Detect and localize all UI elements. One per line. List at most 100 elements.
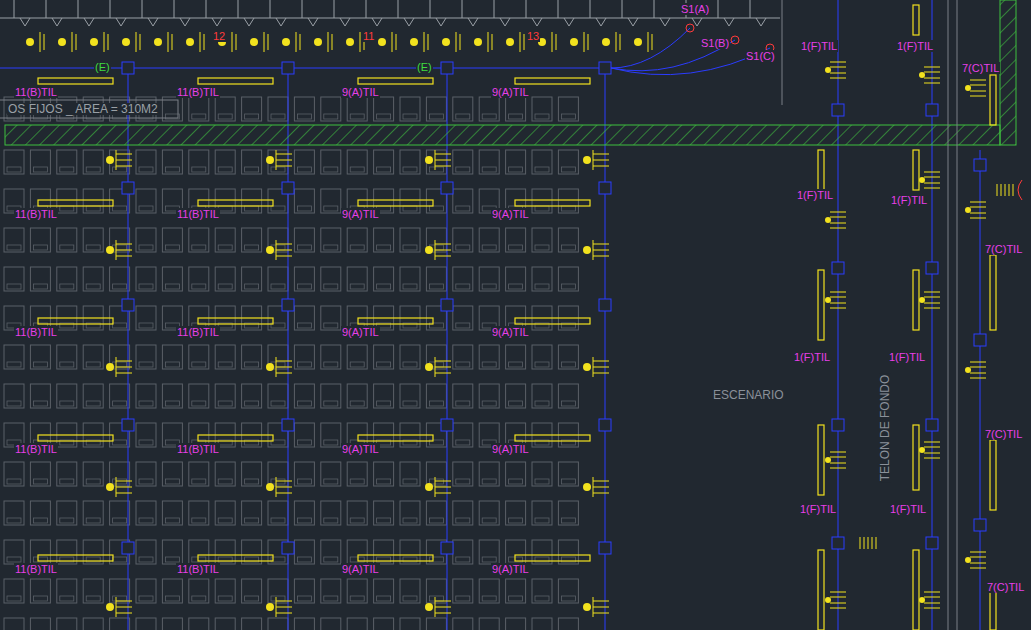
wall-tick (462, 0, 463, 18)
seat-back (33, 167, 47, 172)
seat (532, 189, 552, 213)
wall-tick (206, 0, 207, 18)
circuit-label: 11(B)TIL (176, 208, 220, 220)
seat-back (535, 362, 549, 367)
seat-back (403, 518, 417, 523)
seat-back (86, 362, 100, 367)
seat (83, 228, 103, 252)
seat-back (456, 284, 470, 289)
seat (347, 384, 367, 408)
seat-back (7, 284, 21, 289)
junction-box (974, 519, 986, 531)
seat-back (535, 245, 549, 250)
seat (426, 384, 446, 408)
light-dot (825, 457, 831, 463)
seat-back (7, 362, 21, 367)
seat (162, 345, 182, 369)
seat (532, 618, 552, 630)
circuit-label: 9(A)TIL (491, 208, 530, 220)
wall-tick (654, 0, 655, 18)
seat (136, 540, 156, 564)
seat-back (403, 245, 417, 250)
device-symbol (1018, 180, 1022, 200)
seat (242, 267, 262, 291)
seat-back (482, 479, 496, 484)
seat-back (139, 518, 153, 523)
seat-back (350, 518, 364, 523)
light-leader (424, 32, 428, 52)
seat-back (139, 245, 153, 250)
seat (189, 384, 209, 408)
seat-back (429, 167, 443, 172)
seat (453, 267, 473, 291)
seat (136, 501, 156, 525)
seat (162, 462, 182, 486)
seat (215, 462, 235, 486)
seat (479, 540, 499, 564)
junction-box (441, 182, 453, 194)
seat (532, 501, 552, 525)
circuit-label: 11(B)TIL (176, 326, 220, 338)
seat-back (33, 596, 47, 601)
seat (453, 579, 473, 603)
seat (400, 228, 420, 252)
seat-back (218, 401, 232, 406)
seat (479, 579, 499, 603)
seat (294, 540, 314, 564)
seat-back (324, 518, 338, 523)
seat-back (271, 284, 285, 289)
seat-back (297, 284, 311, 289)
light-leader (392, 32, 396, 52)
junction-box (599, 542, 611, 554)
seat (4, 150, 24, 174)
seat (506, 267, 526, 291)
seat-back (297, 167, 311, 172)
light-symbol (593, 477, 609, 497)
light-symbol (970, 362, 986, 378)
outlet-symbol (180, 18, 190, 26)
seat (479, 501, 499, 525)
light-symbol (924, 67, 940, 83)
seat (4, 540, 24, 564)
linear-fixture (358, 435, 433, 441)
seat-back (86, 206, 100, 211)
seat-back (113, 440, 127, 445)
wall-tick (174, 0, 175, 18)
seat (136, 228, 156, 252)
seat-back (456, 167, 470, 172)
seat (479, 384, 499, 408)
seat-back (60, 401, 74, 406)
seat (30, 384, 50, 408)
wall-line (0, 18, 780, 19)
hatched-band (1000, 0, 1016, 145)
light-dot (583, 483, 591, 491)
seat (4, 345, 24, 369)
seat (321, 501, 341, 525)
seat-back (218, 518, 232, 523)
light-dot (186, 38, 194, 46)
seat (294, 501, 314, 525)
light-dot (378, 38, 386, 46)
light-dot (266, 246, 274, 254)
circuit-label: 11(B)TIL (14, 86, 58, 98)
outlet-symbol (468, 18, 478, 26)
seat-back (324, 596, 338, 601)
wall-line (782, 0, 783, 105)
seat-back (350, 245, 364, 250)
seat (558, 345, 578, 369)
junction-box (441, 542, 453, 554)
seat (374, 345, 394, 369)
seat (30, 462, 50, 486)
seat-back (86, 479, 100, 484)
wall-tick (302, 0, 303, 18)
seat (57, 618, 77, 630)
light-leader (104, 32, 108, 52)
seat-back (561, 284, 575, 289)
light-symbol (116, 240, 132, 260)
seat-back (535, 167, 549, 172)
circuit-label: 9(A)TIL (341, 443, 380, 455)
seat (110, 501, 130, 525)
seat (57, 579, 77, 603)
seat (189, 150, 209, 174)
light-dot (266, 483, 274, 491)
